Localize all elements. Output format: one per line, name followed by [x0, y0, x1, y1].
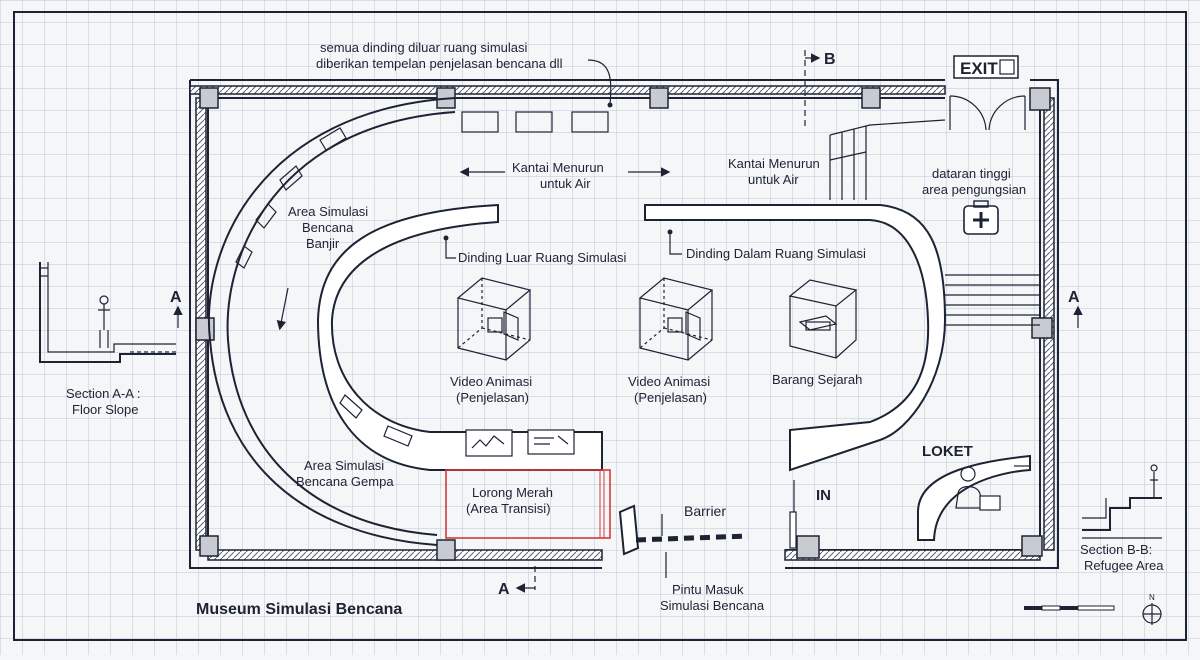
walls-note: semua dinding diluar ruang simulasi dibe… — [316, 40, 613, 108]
flood-corridor-wall — [208, 97, 609, 546]
svg-text:(Penjelasan): (Penjelasan) — [634, 390, 707, 405]
svg-text:Barang Sejarah: Barang Sejarah — [772, 372, 862, 387]
svg-text:(Area Transisi): (Area Transisi) — [466, 501, 551, 516]
red-corridor: Lorong Merah (Area Transisi) — [445, 469, 611, 539]
flood-area-label: Area Simulasi Bencana Banjir — [276, 204, 368, 331]
in-marker: IN — [789, 480, 831, 549]
video1-label: Video Animasi (Penjelasan) — [450, 374, 532, 405]
north-arrow-icon: N — [1142, 593, 1162, 625]
kantai-label-2: Kantai Menurun untuk Air — [728, 156, 820, 187]
info-panels — [465, 429, 575, 457]
earthquake-area-label: Area Simulasi Bencana Gempa — [296, 458, 394, 489]
svg-text:Area Simulasi: Area Simulasi — [304, 458, 384, 473]
svg-text:(Penjelasan): (Penjelasan) — [456, 390, 529, 405]
svg-text:diberikan tempelan penjelasan: diberikan tempelan penjelasan bencana dl… — [316, 56, 563, 71]
section-a-marker-left: A — [170, 289, 183, 328]
svg-text:Refugee Area: Refugee Area — [1084, 558, 1164, 573]
first-aid-icon — [963, 200, 999, 235]
refugee-area-label: dataran tinggi area pengungsian — [922, 166, 1026, 197]
section-a-marker-bottom: A — [498, 566, 536, 598]
svg-text:Section A-A :: Section A-A : — [66, 386, 140, 401]
section-bb-inset: Section B-B: Refugee Area — [1080, 464, 1164, 573]
ramp-right — [945, 274, 1040, 326]
video-cube-icon — [638, 277, 714, 361]
exit-label: EXIT — [960, 59, 998, 78]
svg-text:Banjir: Banjir — [306, 236, 340, 251]
svg-text:Lorong Merah: Lorong Merah — [472, 485, 553, 500]
plan-title: Museum Simulasi Bencana — [196, 601, 402, 618]
section-a-label-left: A — [170, 289, 182, 306]
svg-text:Simulasi Bencana: Simulasi Bencana — [660, 598, 765, 613]
section-b-marker: B — [804, 50, 836, 130]
svg-text:N: N — [1149, 593, 1155, 602]
scale-bar — [1024, 605, 1115, 611]
section-b-label: B — [824, 51, 836, 68]
svg-text:IN: IN — [816, 487, 831, 504]
inner-room-wall-right — [644, 204, 947, 472]
barang-label: Barang Sejarah — [772, 372, 862, 387]
svg-text:LOKET: LOKET — [922, 443, 973, 460]
inner-wall-label: Dinding Dalam Ruang Simulasi — [667, 229, 866, 261]
svg-text:Video Animasi: Video Animasi — [628, 374, 710, 389]
outer-walls — [189, 79, 1059, 569]
svg-text:semua dinding diluar ruang sim: semua dinding diluar ruang simulasi — [320, 40, 528, 55]
svg-text:Kantai Menurun: Kantai Menurun — [512, 160, 604, 175]
svg-text:Bencana: Bencana — [302, 220, 354, 235]
sheet-border — [13, 11, 1187, 641]
svg-text:Kantai Menurun: Kantai Menurun — [728, 156, 820, 171]
barrier[interactable]: Barrier — [618, 503, 749, 556]
display-case-icon — [788, 279, 858, 359]
section-a-marker-right: A — [1068, 289, 1083, 328]
outer-wall-label: Dinding Luar Ruang Simulasi — [443, 235, 626, 265]
svg-text:Floor Slope: Floor Slope — [72, 402, 138, 417]
video2-label: Video Animasi (Penjelasan) — [628, 374, 710, 405]
person-icon — [955, 466, 1001, 511]
svg-text:dataran tinggi: dataran tinggi — [932, 166, 1011, 181]
svg-text:untuk Air: untuk Air — [540, 176, 591, 191]
svg-text:Section B-B:: Section B-B: — [1080, 542, 1152, 557]
svg-text:Dinding Dalam Ruang Simulasi: Dinding Dalam Ruang Simulasi — [686, 246, 866, 261]
svg-text:Area Simulasi: Area Simulasi — [288, 204, 368, 219]
svg-text:Video Animasi: Video Animasi — [450, 374, 532, 389]
svg-text:Barrier: Barrier — [684, 503, 726, 519]
svg-text:Pintu Masuk: Pintu Masuk — [672, 582, 744, 597]
entrance-door[interactable]: Pintu Masuk Simulasi Bencana — [660, 552, 765, 613]
section-a-label-right: A — [1068, 289, 1080, 306]
kantai-label-1: Kantai Menurun untuk Air — [459, 160, 671, 191]
svg-text:area pengungsian: area pengungsian — [922, 182, 1026, 197]
section-a-label-bottom: A — [498, 581, 510, 598]
video-cube-icon — [456, 277, 532, 361]
svg-text:Dinding Luar Ruang Simulasi: Dinding Luar Ruang Simulasi — [458, 250, 626, 265]
svg-text:Bencana Gempa: Bencana Gempa — [296, 474, 394, 489]
exit-door[interactable]: EXIT — [949, 55, 1026, 131]
stairs-top-right — [829, 119, 946, 200]
section-aa-inset: Section A-A : Floor Slope — [39, 262, 176, 417]
ticket-counter: LOKET — [917, 443, 1031, 541]
svg-text:untuk Air: untuk Air — [748, 172, 799, 187]
